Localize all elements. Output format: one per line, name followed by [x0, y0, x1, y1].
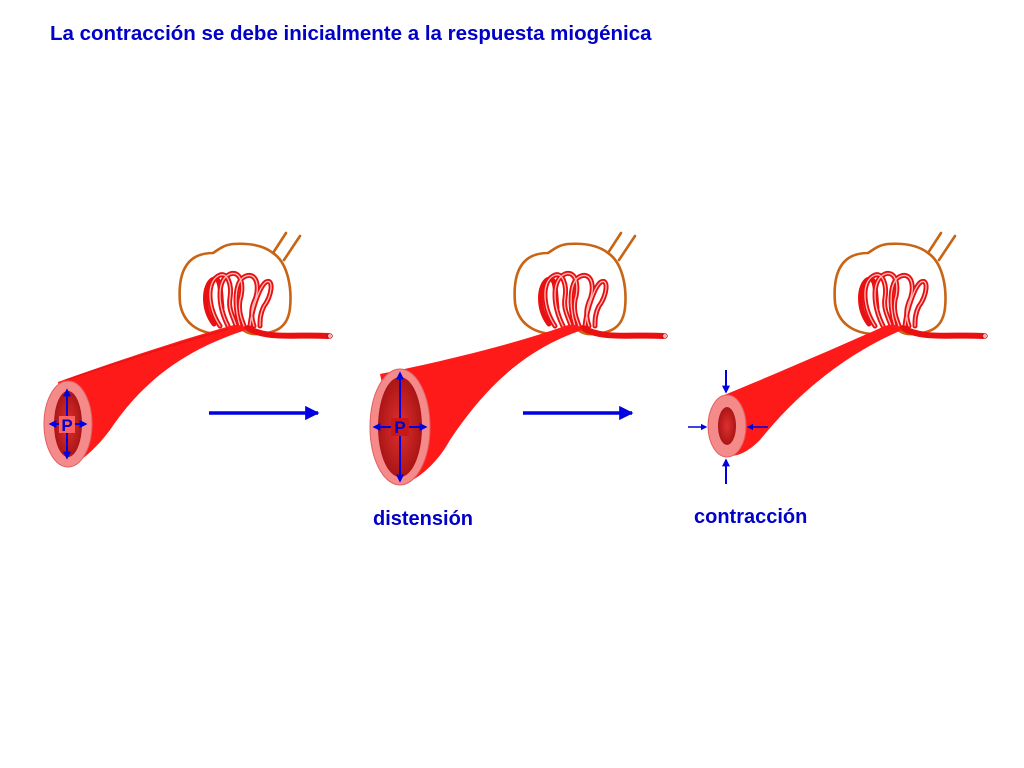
slide-title: La contracción se debe inicialmente a la… — [50, 22, 652, 45]
contraction-label: contracción — [694, 506, 808, 528]
distension-label: distensión — [373, 508, 474, 530]
contracted-vessel-group — [688, 233, 987, 484]
glomerulus-icon — [515, 233, 668, 338]
glomerulus-icon — [835, 233, 988, 338]
arteriole-icon — [722, 324, 902, 456]
arteriole-icon — [58, 325, 246, 466]
arteriole-icon — [380, 324, 582, 484]
distended-vessel-group: P — [369, 233, 668, 486]
constriction-arrows-icon — [688, 370, 768, 484]
normal-vessel-group: P — [43, 233, 333, 468]
pressure-label: P — [61, 416, 72, 435]
glomerulus-icon — [180, 233, 333, 338]
pressure-label: P — [394, 418, 405, 437]
